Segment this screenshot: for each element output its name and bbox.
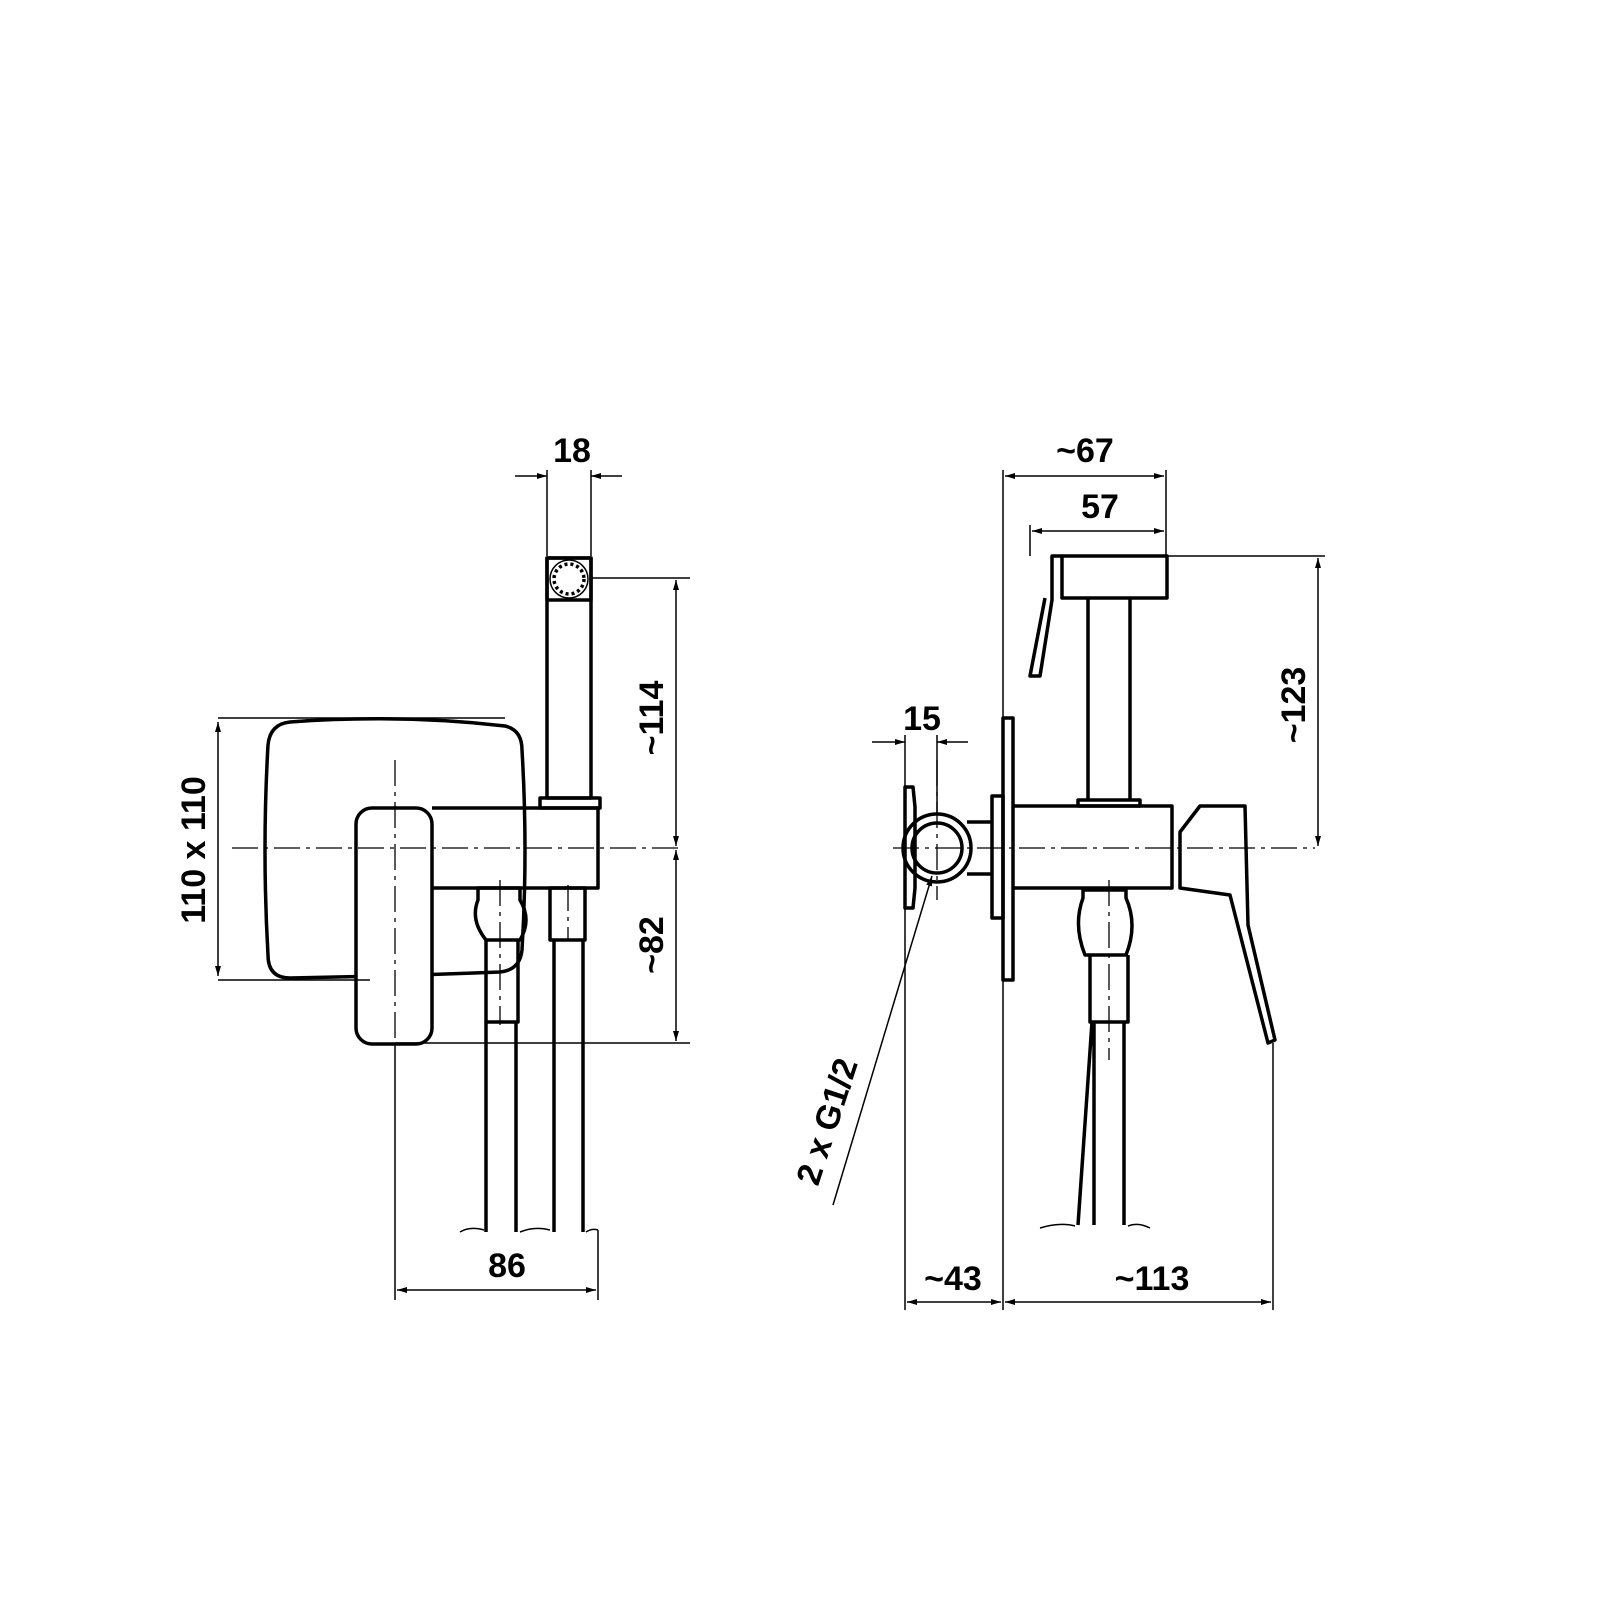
- hose-side: [1076, 1021, 1126, 1226]
- hose-break: [1039, 1223, 1151, 1229]
- thread-leader: [832, 875, 933, 1206]
- head-side: [1060, 554, 1169, 600]
- dim-lever-depth: ~113: [1115, 1260, 1190, 1298]
- centerlines: [232, 760, 680, 1045]
- ext-lines-h: [395, 577, 690, 1044]
- shower-stick: [545, 556, 593, 800]
- front-view: 110 x 110 18 ~114 ~82 86: [175, 432, 690, 1300]
- hoses: [484, 940, 585, 1232]
- spray-face-icon: [552, 562, 586, 596]
- dim-head-depth: 57: [1081, 488, 1119, 526]
- inlet-stub: [967, 820, 992, 876]
- spray-ring: [549, 559, 589, 599]
- hose-break-lines: [459, 1227, 599, 1233]
- side-view: 15 ~67 57 ~123 ~43 ~113 2 x G1/2: [789, 432, 1325, 1310]
- dim-head-width: 18: [553, 432, 591, 470]
- dim-width: 86: [488, 1247, 526, 1285]
- mixer-lever: [354, 806, 434, 1046]
- collar-side: [1076, 798, 1142, 808]
- body-side: [1013, 804, 1174, 890]
- dim-plate: 110 x 110: [175, 776, 213, 924]
- shower-head: [545, 556, 593, 602]
- hose-connector-left: [473, 886, 528, 1024]
- hose-connector-right: [548, 886, 587, 942]
- dim-wall-depth: ~43: [924, 1260, 982, 1298]
- ext-lines-86: [394, 1045, 599, 1300]
- stick-side: [1086, 598, 1132, 800]
- ext-lines-15: [904, 735, 938, 1310]
- dim-height: ~123: [1275, 667, 1313, 744]
- dim-thread: 2 x G1/2: [789, 1054, 865, 1190]
- ext-lines: [218, 717, 505, 981]
- lever-side: [1178, 804, 1277, 1045]
- ext-lines-67: [1002, 470, 1167, 1310]
- dim-lower-height: ~82: [633, 916, 671, 974]
- hose-connector-side: [1076, 888, 1134, 1024]
- trigger: [1028, 554, 1062, 678]
- dim-overall-depth: ~67: [1056, 432, 1114, 470]
- dim-upper-height: ~114: [633, 681, 671, 756]
- ext-lines-18: [546, 470, 592, 556]
- dim-connector: 15: [903, 700, 941, 738]
- flange: [990, 794, 1005, 920]
